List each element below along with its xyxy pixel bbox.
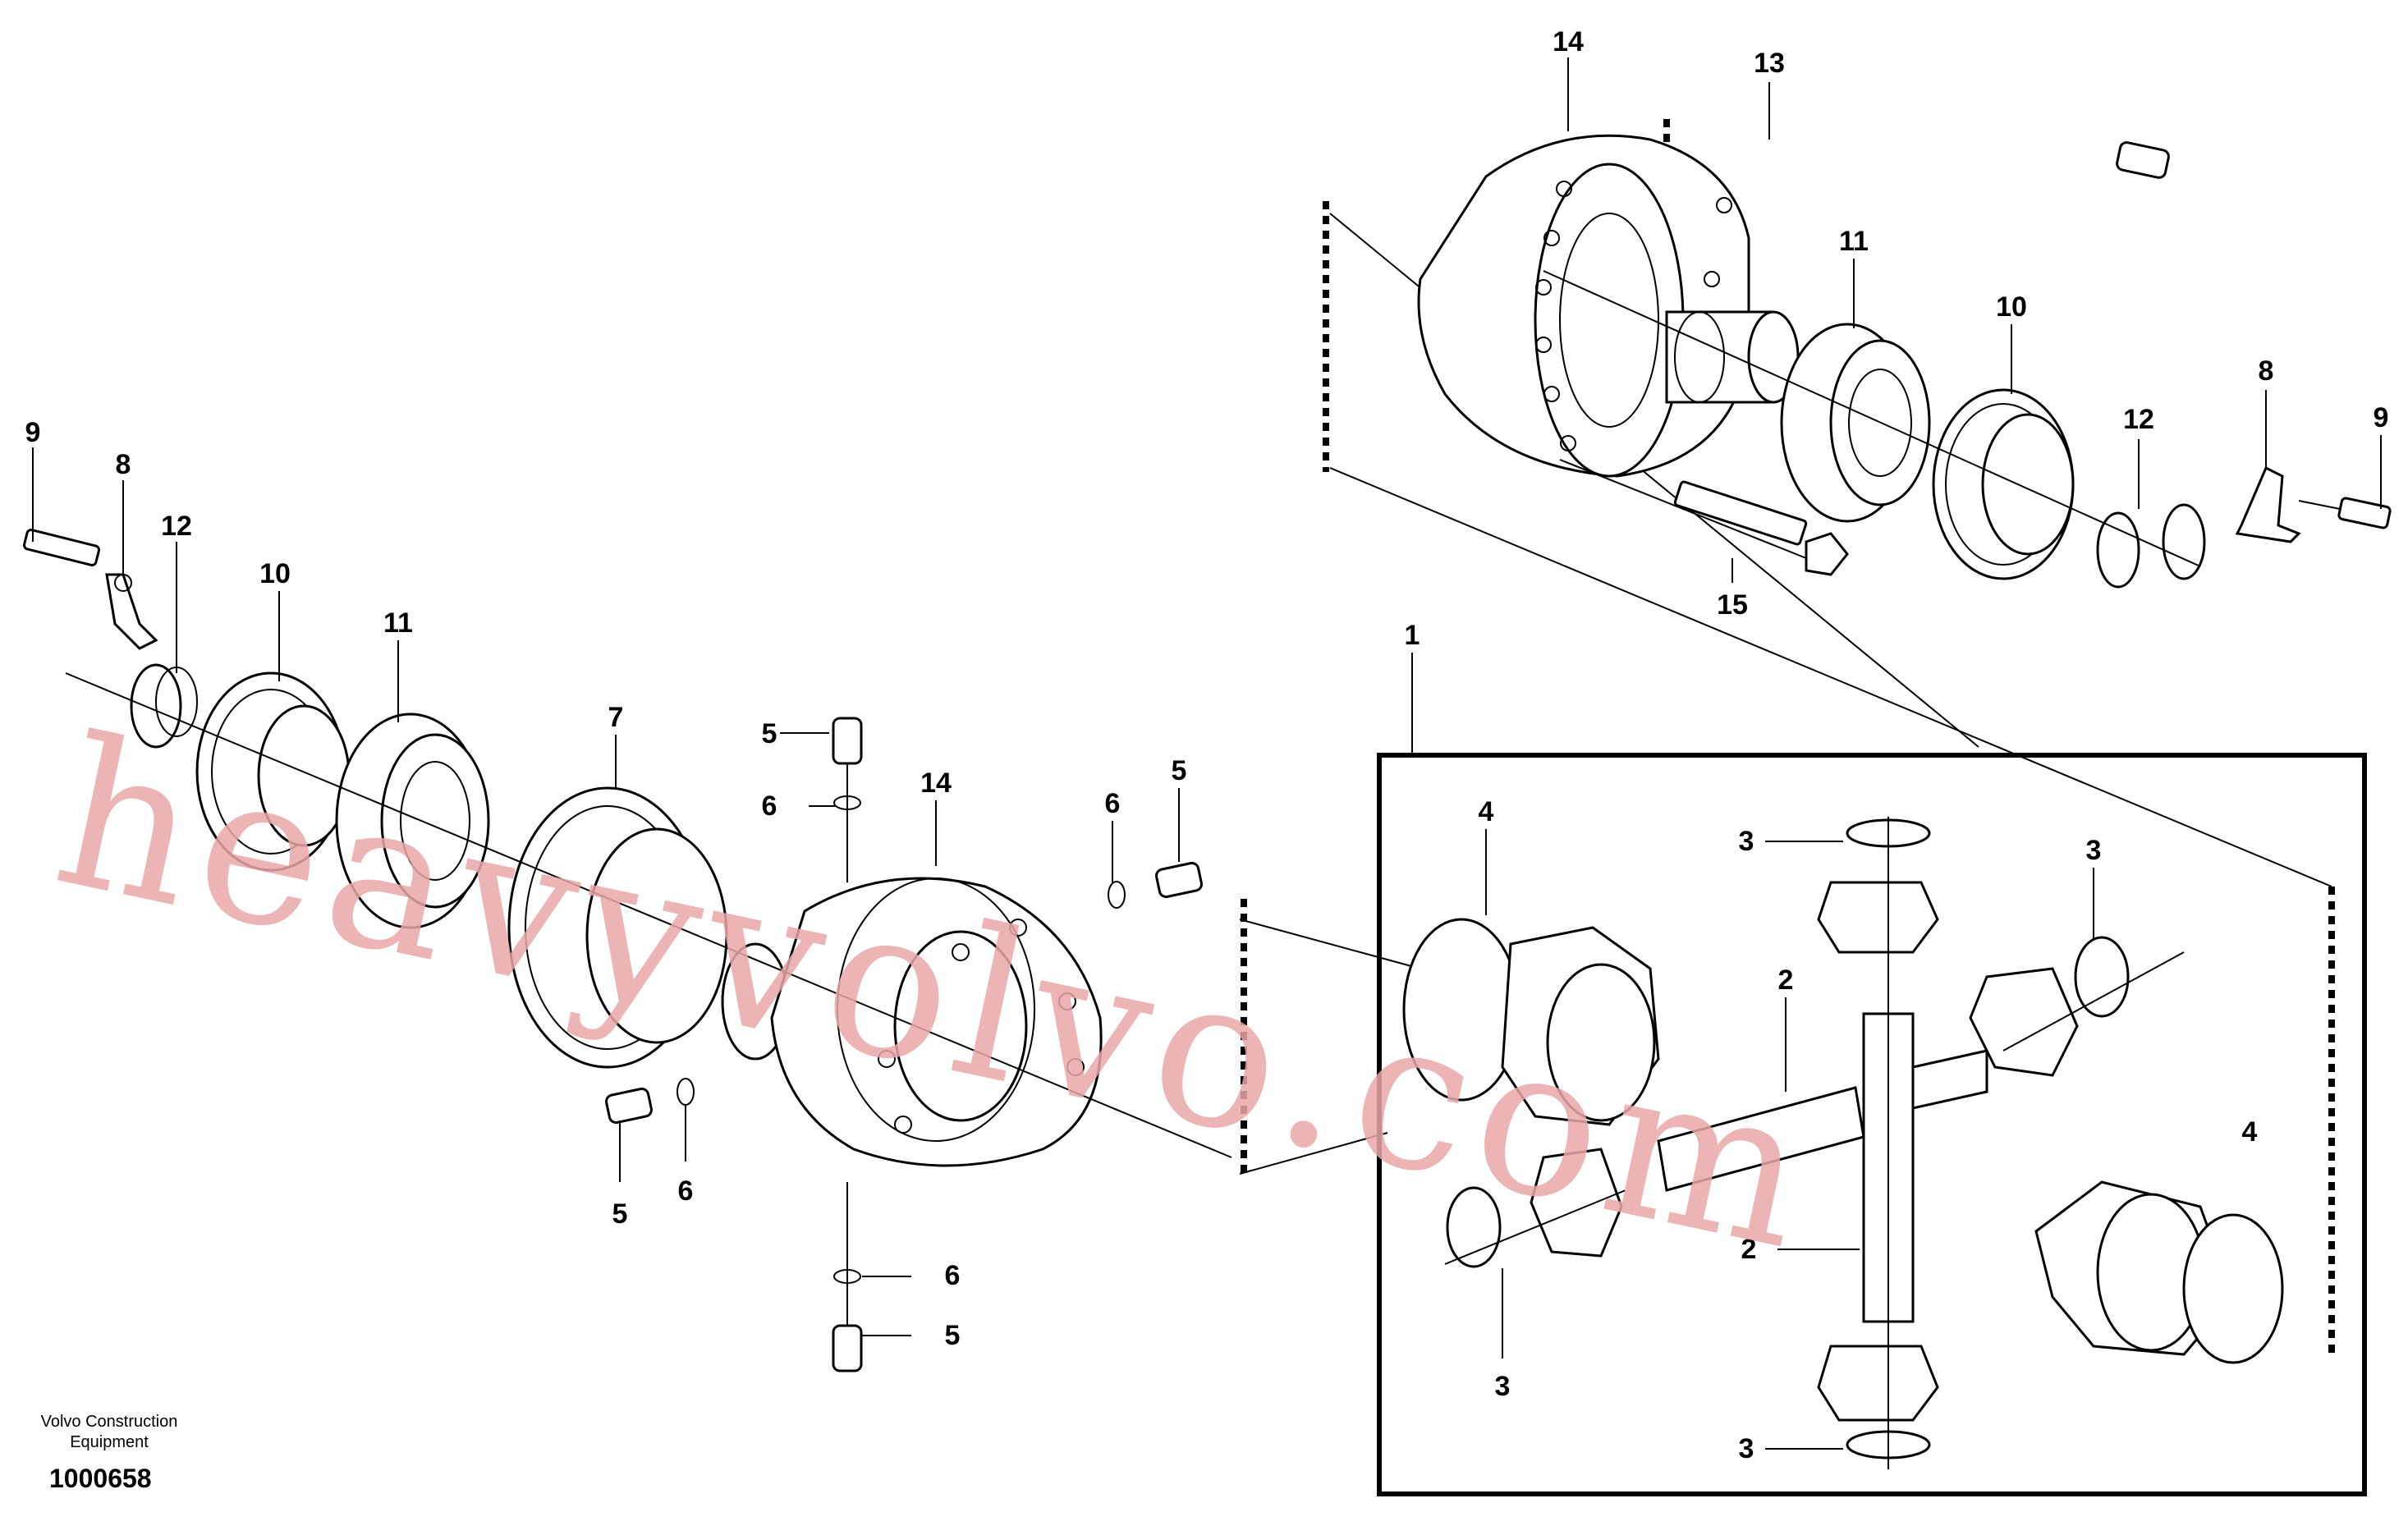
- callout-5-c: 5: [612, 1198, 628, 1230]
- inset-side-gear-4-right: [2034, 1180, 2284, 1364]
- figure-reference-number: 1000658: [49, 1464, 152, 1493]
- callout-3-a: 3: [1739, 826, 1754, 857]
- callout-3-c: 3: [1495, 1371, 1511, 1402]
- callout-12-left: 12: [161, 511, 192, 542]
- callout-3-b: 3: [2086, 835, 2102, 866]
- left-bolt-9: [22, 529, 101, 566]
- inset-pinion-gears: [1530, 881, 2079, 1422]
- left-axis-line: [65, 672, 1232, 1158]
- upper-axis-line: [1543, 270, 2201, 567]
- callout-14-upper: 14: [1553, 26, 1584, 57]
- callout-8-upper: 8: [2259, 355, 2274, 387]
- upper-bracket-8: [2235, 465, 2301, 543]
- upper-bearing-11: [1780, 323, 1931, 523]
- callout-14-left: 14: [920, 768, 952, 799]
- callout-2-b: 2: [1741, 1234, 1757, 1265]
- callout-11-upper: 11: [1839, 226, 1869, 257]
- callout-8-left: 8: [116, 449, 131, 480]
- callout-4-a: 4: [1479, 796, 1494, 827]
- callout-10-upper: 10: [1996, 291, 2027, 323]
- caption-line-2: Equipment: [70, 1433, 149, 1451]
- left-ring-gear-7: [507, 786, 728, 1069]
- callout-4-b: 4: [2242, 1116, 2258, 1148]
- caption-block: Volvo Construction Equipment 1000658: [41, 1413, 178, 1493]
- upper-bolt-15: [1559, 459, 1849, 576]
- callout-6-b: 6: [1105, 788, 1121, 819]
- upper-pin-13: [2116, 141, 2170, 179]
- left-bearing-11: [335, 713, 490, 929]
- callout-15: 15: [1717, 589, 1748, 621]
- callout-13: 13: [1754, 48, 1785, 79]
- callout-5-d: 5: [945, 1320, 961, 1351]
- callout-10-left: 10: [259, 558, 291, 589]
- callout-6-a: 6: [762, 790, 777, 822]
- callout-2-a: 2: [1778, 965, 1794, 996]
- callout-12-upper: 12: [2123, 404, 2154, 435]
- callout-9-left: 9: [25, 417, 41, 448]
- left-housing-14: [721, 877, 1103, 1167]
- callout-11-left: 11: [383, 607, 413, 639]
- left-sleeve-12: [130, 663, 198, 749]
- callout-5-a: 5: [762, 718, 777, 749]
- callout-5-b: 5: [1172, 755, 1187, 786]
- upper-adjusting-nut-10: [1932, 388, 2075, 580]
- callout-7: 7: [608, 702, 624, 733]
- leader-lines: [32, 57, 2382, 1450]
- callout-labels: 14 13 11 10 8 9 12 15 9 8 12 10 11 7 5 6…: [25, 26, 2389, 1464]
- caption-line-1: Volvo Construction: [41, 1413, 178, 1431]
- upper-sleeve-12: [2096, 503, 2206, 589]
- inset-frame: [1377, 753, 2367, 1496]
- callout-3-d: 3: [1739, 1433, 1754, 1464]
- callout-6-d: 6: [945, 1260, 961, 1291]
- inset-side-gear-4-left: [1402, 918, 1660, 1126]
- upper-bolt-9: [2298, 497, 2392, 529]
- callout-9-upper: 9: [2374, 402, 2389, 433]
- inset-axis-lines: [1444, 817, 2185, 1469]
- callout-1: 1: [1405, 620, 1420, 651]
- left-pins-and-rings: [605, 717, 1203, 1372]
- callout-6-c: 6: [678, 1175, 694, 1207]
- upper-housing-14: [1417, 134, 1800, 478]
- left-bracket-8: [105, 573, 158, 650]
